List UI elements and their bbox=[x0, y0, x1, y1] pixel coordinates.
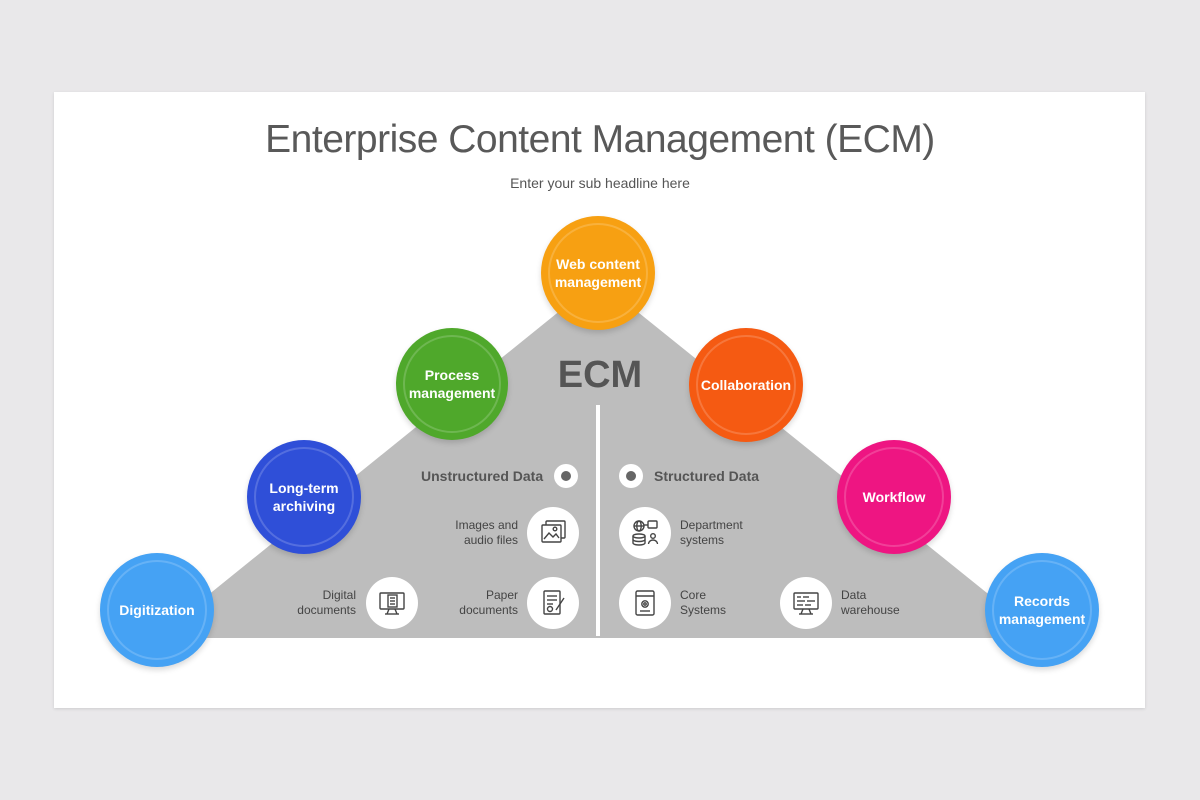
page-title: Enterprise Content Management (ECM) bbox=[265, 118, 935, 161]
node-collaboration: Collaboration bbox=[689, 328, 803, 442]
image-icon bbox=[527, 507, 579, 559]
computer-document-icon bbox=[366, 577, 418, 629]
data-warehouse-icon bbox=[780, 577, 832, 629]
structured-data-heading: Structured Data bbox=[654, 468, 760, 484]
page-subtitle: Enter your sub headline here bbox=[510, 175, 690, 191]
center-ecm-label: ECM bbox=[557, 354, 643, 396]
network-database-icon bbox=[619, 507, 671, 559]
unstructured-data-heading: Unstructured Data bbox=[421, 468, 544, 484]
core-system-icon bbox=[619, 577, 671, 629]
node-digitization: Digitization bbox=[100, 553, 214, 667]
unstructured-data-dot bbox=[554, 464, 578, 488]
structured-data-dot bbox=[619, 464, 643, 488]
paper-document-icon bbox=[527, 577, 579, 629]
node-workflow: Workflow bbox=[837, 440, 951, 554]
